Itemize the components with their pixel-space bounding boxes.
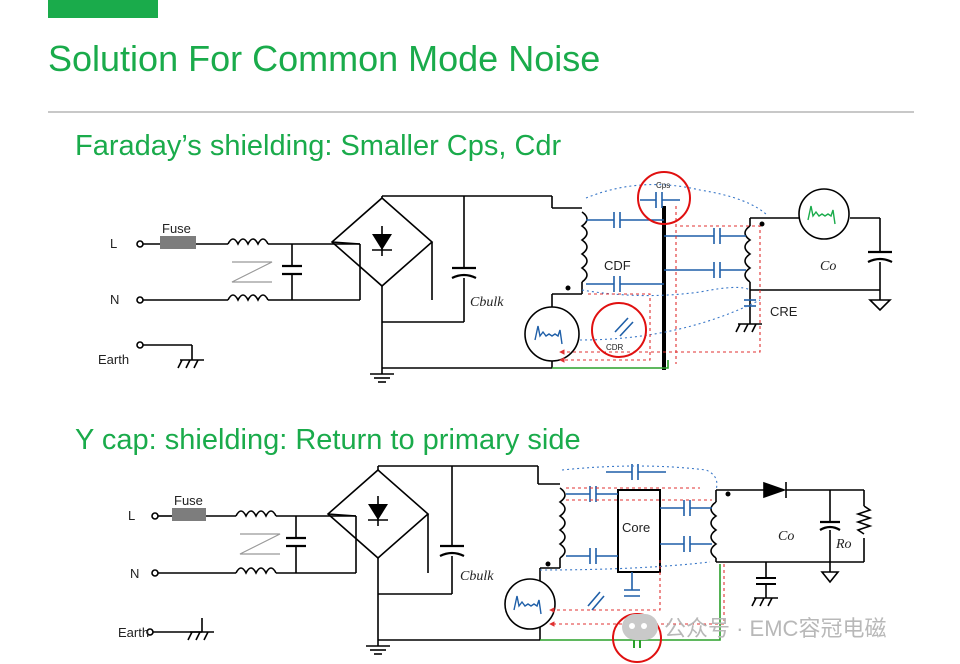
label-cdf: CDF: [604, 258, 631, 273]
diagram-y-cap-shielding: [146, 465, 873, 655]
watermark: 公众号 · EMC容冠电磁: [622, 611, 886, 643]
load-resistor: [855, 505, 873, 535]
slide-title: Solution For Common Mode Noise: [48, 38, 601, 79]
label-fuse-2: Fuse: [174, 493, 203, 508]
secondary-noise-source: [798, 188, 850, 240]
label-co-1: Co: [820, 259, 836, 274]
transformer-core: [617, 489, 661, 573]
secondary-winding: [744, 225, 752, 283]
fuse: [160, 236, 196, 249]
output-diode: [763, 481, 787, 499]
noise-paths-2: [539, 465, 725, 641]
label-l-1: L: [110, 236, 117, 251]
label-fuse-1: Fuse: [162, 221, 191, 236]
wechat-icon: [622, 614, 658, 640]
cm-choke-top: [227, 238, 269, 246]
label-ro: Ro: [835, 537, 852, 552]
primary-noise-source: [524, 306, 580, 362]
label-cps: Cps: [656, 181, 670, 190]
watermark-text: 公众号 · EMC容冠电磁: [664, 616, 887, 641]
title-divider: [48, 111, 914, 113]
label-earth-1: Earth: [98, 352, 129, 367]
label-n-1: N: [110, 292, 119, 307]
label-cdr: CDR: [606, 343, 624, 352]
cm-choke-bottom: [227, 294, 269, 302]
heading-faraday-shielding: Faraday’s shielding: Smaller Cps, Cdr: [75, 130, 562, 162]
label-cre: CRE: [770, 304, 798, 319]
label-l-2: L: [128, 508, 135, 523]
highlight-cdr: [591, 302, 647, 358]
label-earth-2: Earth: [118, 625, 149, 640]
noise-paths-1: [552, 184, 769, 369]
cm-choke-core: [231, 261, 273, 283]
label-co-2: Co: [778, 529, 794, 544]
terminal-l: [136, 240, 144, 248]
label-cbulk-1: Cbulk: [470, 295, 504, 310]
label-n-2: N: [130, 566, 139, 581]
terminal-earth: [136, 341, 144, 349]
highlight-cps: [637, 171, 691, 225]
parasitic-caps-2: [566, 464, 712, 611]
primary-winding: [580, 211, 588, 283]
accent-bar: [48, 0, 158, 18]
primary-noise-source-2: [504, 578, 556, 630]
diagram-faraday-shielding: [136, 188, 893, 383]
fuse-2: [172, 508, 206, 521]
label-core: Core: [622, 520, 650, 535]
heading-y-cap-shielding: Y cap: shielding: Return to primary side: [75, 424, 581, 456]
parasitic-caps-1: [586, 192, 756, 337]
label-cbulk-2: Cbulk: [460, 569, 494, 584]
terminal-n: [136, 296, 144, 304]
